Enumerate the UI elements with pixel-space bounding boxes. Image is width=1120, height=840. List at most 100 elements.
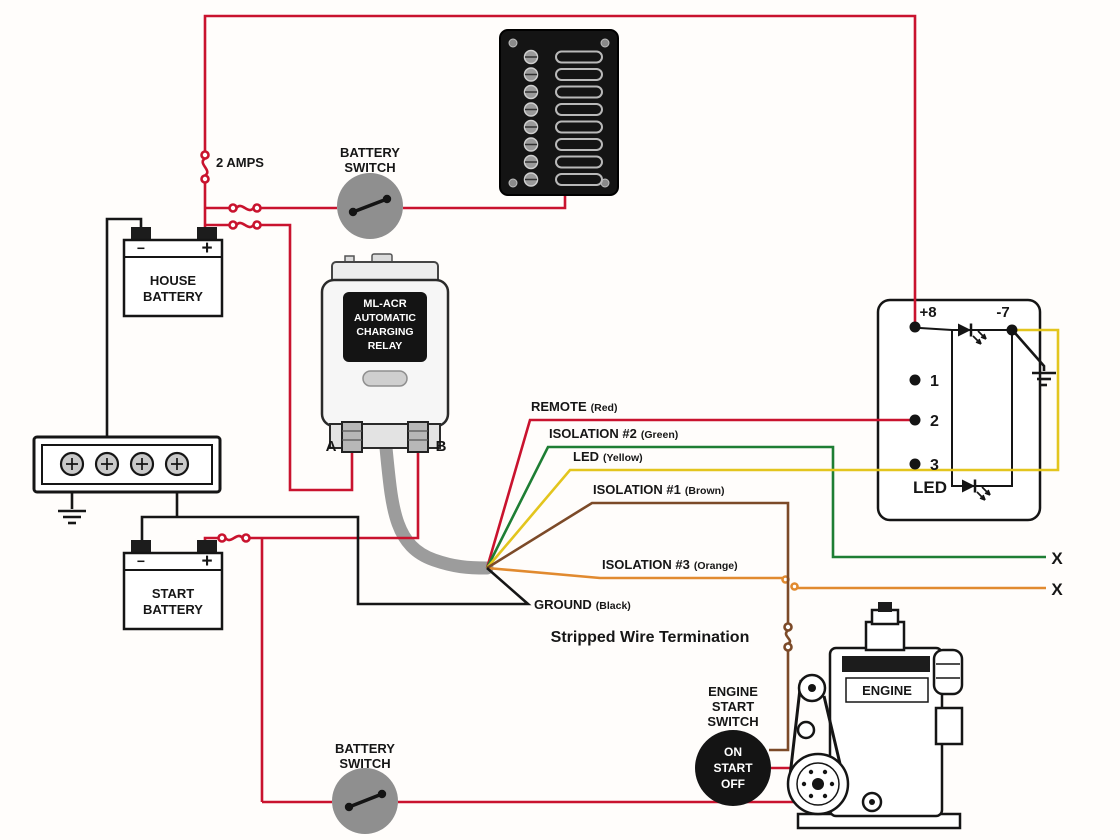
battery-switch-top-label-2: SWITCH — [344, 160, 395, 175]
ground-bus-bar — [32, 435, 222, 494]
red-acr-b-to-start-battery — [249, 452, 420, 540]
led-panel-terminals: +8 1 2 3 -7 LED — [909, 304, 1018, 497]
engine-side-box — [934, 706, 964, 746]
green-isolation2-wire — [485, 445, 1046, 569]
led-terminal-7-label: -7 — [996, 304, 1009, 321]
house-battery-body — [122, 238, 224, 318]
isolation2-wire-name: ISOLATION #2 — [549, 426, 637, 441]
led-panel-lead — [919, 327, 953, 331]
fuse-icon-acr-a — [228, 220, 262, 230]
ground-symbol-led-panel — [1032, 371, 1056, 387]
led-terminal-2-dot — [909, 414, 921, 426]
red-top-feed-wire — [203, 14, 917, 322]
bus-bar-body — [32, 435, 222, 494]
battery-switch-bottom-label-1: BATTERY — [335, 741, 395, 756]
house-battery-minus: − — [137, 240, 145, 256]
termination-title: Stripped Wire Termination — [551, 629, 750, 646]
fuse-icon-house-switch — [228, 203, 262, 213]
led-wire-name: LED — [573, 449, 599, 464]
led-panel-led-label: LED — [913, 478, 947, 497]
engine-belt — [788, 679, 843, 777]
ml-acr-relay: ML-ACR AUTOMATIC CHARGING RELAY A B — [320, 253, 450, 455]
engine-carburetor — [864, 620, 906, 652]
termination-x-mark-2: X — [1051, 580, 1063, 599]
red-remote-wire — [485, 418, 916, 569]
remote-wire-note: (Red) — [591, 402, 618, 414]
led-terminal-8-dot — [909, 321, 921, 333]
acr-stud-a — [341, 421, 363, 453]
battery-switch-top: BATTERY SWITCH — [337, 145, 403, 239]
engine-air-filter — [932, 648, 964, 696]
brown-isolation1-wiring — [486, 501, 793, 752]
start-battery-neg-post — [131, 540, 151, 554]
remote-wire-name: REMOTE — [531, 399, 587, 414]
engine-start-switch: ENGINE START SWITCH ON START OFF — [695, 684, 771, 806]
start-battery-minus: − — [137, 553, 145, 569]
isolation2-wire-note: (Green) — [641, 429, 678, 441]
house-battery-label-1: HOUSE — [150, 273, 197, 288]
ground-wire-note: (Black) — [596, 600, 631, 612]
acr-label-panel — [343, 292, 427, 362]
fuse-panel-screws — [508, 38, 610, 188]
acr-button — [362, 370, 408, 387]
isolation3-wire-label: ISOLATION #3(Orange) — [602, 557, 738, 572]
isolation3-wire-name: ISOLATION #3 — [602, 557, 690, 572]
led-panel-inner-circuit — [951, 329, 1013, 487]
ground-wire-label: GROUND (Black) — [534, 597, 631, 612]
led-terminal-1-label: 1 — [930, 373, 939, 390]
led-terminal-2-label: 2 — [930, 413, 939, 430]
fuse-2amp-icon — [200, 150, 210, 184]
engine-start-switch-label-2: START — [712, 699, 754, 714]
engine-start-switch-label-1: ENGINE — [708, 684, 758, 699]
engine-start-switch-on: ON — [724, 745, 742, 759]
engine-label-plate — [845, 677, 929, 703]
led-diode-top-icon — [958, 323, 987, 345]
battery-switch-bottom: BATTERY SWITCH — [332, 741, 398, 834]
acr-terminal-b-label: B — [436, 438, 447, 455]
red-switch-to-fusepanel — [403, 196, 567, 210]
red-acr-a-feed-b — [260, 223, 354, 492]
yellow-led-wire — [486, 328, 1060, 569]
ground-wire-name: GROUND — [534, 597, 592, 612]
house-battery: − + HOUSE BATTERY — [122, 227, 224, 318]
wire-annotations: 2 AMPS REMOTE(Red) ISOLATION #2(Green) L… — [216, 155, 1063, 646]
acr-label-2: AUTOMATIC — [354, 312, 416, 324]
termination-x-mark-1: X — [1051, 549, 1063, 568]
engine-carb-top — [878, 602, 892, 612]
engine-start-switch-off: OFF — [721, 777, 745, 791]
engine-crank-hub — [812, 778, 824, 790]
led-terminal-3-dot — [909, 458, 921, 470]
isolation1-wire-note: (Brown) — [685, 485, 725, 497]
acr-stud-b — [407, 421, 429, 453]
acr-label-4: RELAY — [368, 340, 403, 352]
isolation2-wire-label: ISOLATION #2 (Green) — [549, 426, 678, 441]
acr-label-3: CHARGING — [356, 326, 413, 338]
led-wire-label: LED(Yellow) — [573, 449, 643, 464]
house-battery-label-2: BATTERY — [143, 289, 203, 304]
fuse-panel — [499, 29, 619, 196]
engine-start-switch-knob — [695, 730, 771, 806]
engine-tensioner-pulley — [796, 720, 816, 740]
acr-wire-harness-cable — [379, 441, 494, 575]
engine-carb-cap — [870, 608, 900, 626]
engine-pulley-top-hub — [808, 684, 816, 692]
brown-isolation1-wire-a — [486, 501, 790, 624]
engine-pulley-bolts — [801, 769, 835, 799]
led-terminal-3-label: 3 — [930, 457, 939, 474]
battery-switch-top-label-1: BATTERY — [340, 145, 400, 160]
orange-splice-icon-b — [790, 582, 799, 591]
start-battery-body — [122, 551, 224, 631]
led-terminal-7-dot — [1006, 324, 1018, 336]
isolation1-wire-name: ISOLATION #1 — [593, 482, 681, 497]
acr-label-1: ML-ACR — [363, 298, 406, 310]
battery-switch-bottom-post-b — [377, 789, 387, 799]
black-ground-wiring — [58, 217, 1056, 606]
battery-switch-top-lever-icon — [352, 197, 388, 214]
fuse-icon-isolation1 — [783, 622, 793, 652]
start-battery-label-1: START — [152, 586, 194, 601]
battery-switch-bottom-label-2: SWITCH — [339, 756, 390, 771]
orange-isolation3-wire-a — [486, 566, 782, 580]
black-acr-ground-wire — [140, 515, 532, 606]
led-terminal-1-dot — [909, 374, 921, 386]
